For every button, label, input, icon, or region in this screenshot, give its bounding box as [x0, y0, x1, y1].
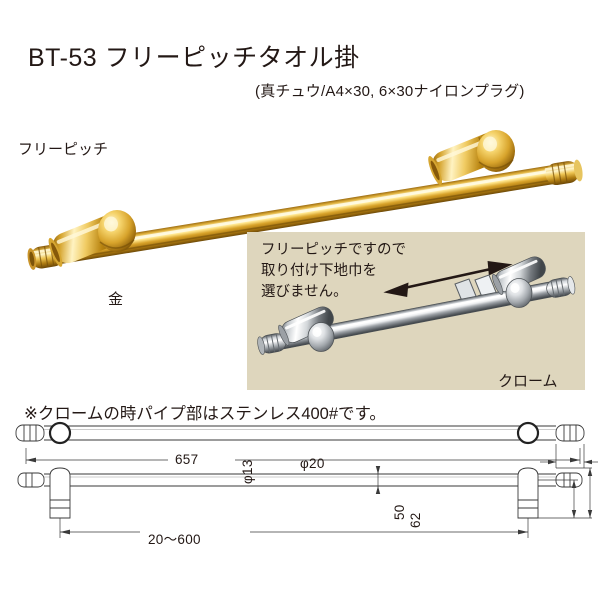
double-headed-arrow-icon: [383, 260, 513, 298]
front-view: [17, 467, 583, 519]
dim-20-600-line: [59, 518, 529, 538]
callout-line-1: フリーピッチですので: [261, 242, 406, 258]
technical-drawing: [15, 421, 598, 538]
free-pitch-callout-panel: フリーピッチですので 取り付け下地巾を 選びません。: [247, 232, 585, 390]
dimension-pipe-diameter: φ13: [240, 459, 255, 484]
free-pitch-label: フリーピッチ: [18, 141, 109, 158]
callout-line-2: 取り付け下地巾を: [261, 263, 377, 279]
product-subtitle: (真チュウ/A4×30, 6×30ナイロンプラグ): [255, 83, 525, 100]
dim-50-62-lines: [538, 467, 593, 519]
dimension-overall-length: 657: [175, 452, 199, 467]
top-view: [15, 421, 585, 445]
finish-label-chrome: クローム: [498, 373, 558, 390]
dimension-bracket-inner: 50: [392, 504, 407, 520]
dim-phi20-line: [540, 444, 598, 468]
finish-label-gold: 金: [108, 291, 124, 308]
dimension-end-diameter: φ20: [300, 456, 325, 471]
callout-text: フリーピッチですので 取り付け下地巾を 選びません。: [261, 240, 406, 303]
page-title: BT-53 フリーピッチタオル掛: [28, 44, 360, 72]
material-note: ※クロームの時パイプ部はステンレス400#です。: [24, 405, 386, 423]
dim-657-line: [25, 448, 581, 464]
dim-phi13-line: [375, 466, 381, 494]
dimension-mount-span: 20〜600: [148, 532, 201, 547]
gold-towel-bar-image: [27, 130, 583, 270]
dimension-bracket-outer: 62: [408, 512, 423, 528]
callout-line-3: 選びません。: [261, 284, 348, 300]
chrome-towel-bar-image: [257, 256, 576, 355]
